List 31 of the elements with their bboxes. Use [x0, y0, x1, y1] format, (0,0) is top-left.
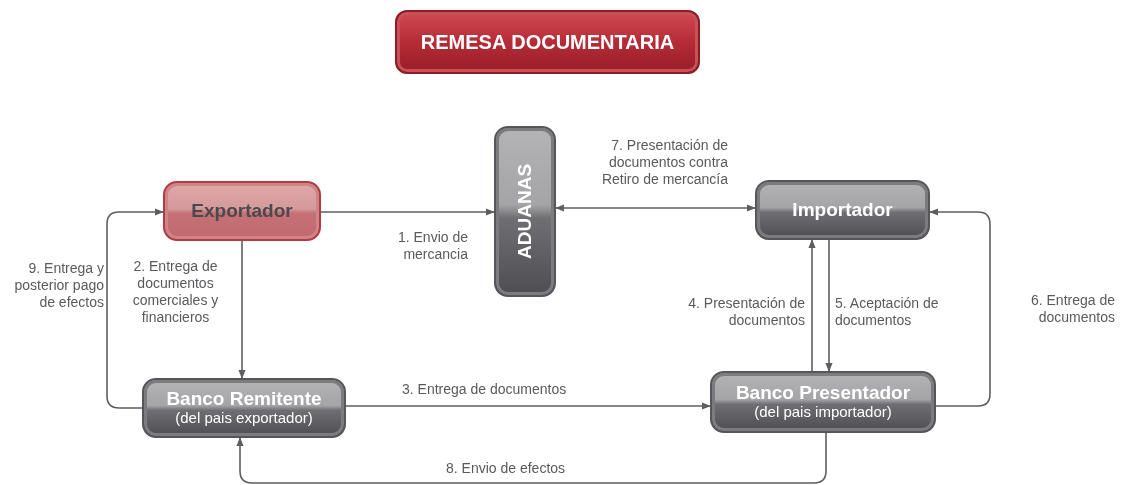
edge-label: 4. Presentación de documentos	[687, 295, 805, 329]
node-title: ADUANAS	[514, 164, 536, 259]
arrow	[236, 432, 827, 484]
edge-label: 2. Entrega de documentos comerciales y financieros	[131, 258, 220, 326]
rounded-box	[755, 180, 930, 240]
arrow	[555, 204, 756, 212]
edge-label: 5. Aceptación de documentos	[835, 295, 940, 329]
arrow	[808, 239, 816, 372]
arrow	[929, 208, 991, 407]
arrow	[238, 240, 246, 379]
edge-label: 8. Envio de efectos	[446, 460, 567, 477]
node-subtitle: (del pais exportador)	[175, 410, 313, 427]
rounded-box	[142, 378, 346, 438]
arrow	[825, 239, 833, 372]
edge-label: 9. Entrega y posterior pago de efectos	[13, 260, 104, 311]
title-banner: REMESA DOCUMENTARIA	[395, 10, 700, 74]
node-subtitle: (del pais importador)	[754, 404, 892, 421]
edge-label: 7. Presentación de documentos contra Retiro de mercancía	[600, 137, 728, 188]
node-title: Banco Remitente	[166, 389, 322, 411]
edge-label: 3. Entrega de documentos	[402, 381, 568, 398]
arrow	[345, 402, 711, 410]
arrow	[320, 208, 495, 216]
arrow	[106, 208, 164, 409]
rounded-box	[710, 371, 936, 433]
node-title: Banco Presentador	[735, 383, 911, 405]
edge-label: 6. Entrega de documentos	[1029, 292, 1115, 326]
node-title: Exportador	[191, 200, 293, 222]
rounded-box	[163, 181, 321, 241]
node-title: Importador	[792, 199, 893, 221]
edge-label: 1. Envio de mercancia	[396, 229, 468, 263]
rounded-box	[494, 126, 556, 297]
